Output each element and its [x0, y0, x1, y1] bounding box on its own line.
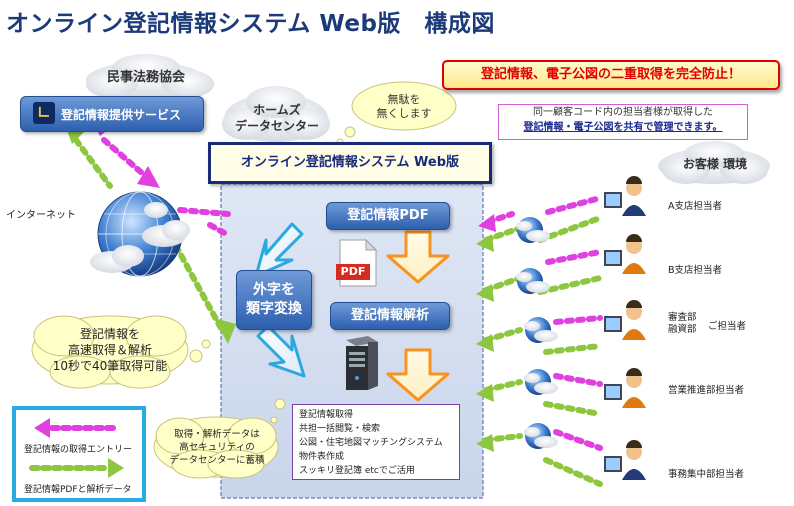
right-flow-arrows: [476, 195, 603, 487]
pdf-icon-text: PDF: [340, 265, 366, 278]
blue-down-left-arrow-icon: [254, 222, 304, 278]
homes-cloud: [222, 86, 330, 142]
pdf-block: 登記情報PDF: [326, 202, 450, 230]
gaiji-block: 外字を類字変換: [236, 270, 312, 330]
user-label-shinsa: 審査部 融資部: [668, 312, 697, 335]
customer-env-label: お客様 環境: [682, 157, 748, 171]
features-list: 登記情報取得 共担一括閲覧・検索 公図・住宅地図マッチングシステム 物件表作成 …: [292, 404, 460, 480]
customer-cloud: [658, 141, 770, 184]
user-label-b: B支店担当者: [668, 265, 723, 276]
legend-magenta-arrow: [34, 418, 121, 438]
server-icon: [346, 336, 378, 390]
minji-cloud: [86, 54, 214, 98]
user-label-eigyo: 営業推進部担当者: [668, 385, 745, 396]
feature-item: 共担一括閲覧・検索: [299, 424, 381, 434]
legend-green-arrow: [29, 458, 124, 478]
pdf-document-icon: [336, 238, 378, 287]
client-globe-icons: [516, 217, 558, 449]
user-label-jimu: 事務集中部担当者: [668, 469, 745, 480]
legend-data-label: 登記情報PDFと解析データ: [24, 485, 132, 495]
user-label-a: A支店担当者: [668, 201, 722, 212]
internet-globe-icon: [90, 191, 190, 277]
security-text: 取得・解析データは高セキュリティのデータセンターに蓄積: [169, 429, 265, 466]
page-title: オンライン登記情報システム Web版 構成図: [6, 11, 495, 37]
security-bubble: [153, 398, 286, 479]
muda-text: 無駄を無くします: [376, 93, 432, 120]
analysis-block: 登記情報解析: [330, 302, 450, 330]
system-box-title: オンライン登記情報システム Web版: [208, 142, 492, 184]
feature-item: 公図・住宅地図マッチングシステム: [299, 438, 443, 448]
service-label: 登記情報提供サービス: [61, 108, 182, 122]
user-icons: [604, 176, 646, 480]
speed-bubble: [31, 315, 211, 389]
orange-down-arrow-icon-2: [386, 348, 450, 402]
minji-label: 民事法務協会: [106, 70, 185, 85]
service-icon: ∟: [33, 102, 55, 124]
prevention-banner: 登記情報、電子公図の二重取得を完全防止！: [442, 60, 780, 90]
legend-box: [12, 406, 146, 502]
service-button[interactable]: ∟ 登記情報提供サービス: [20, 96, 204, 132]
orange-down-arrow-icon-1: [386, 230, 450, 284]
feature-item: 登記情報取得: [299, 410, 354, 420]
blue-down-right-arrow-icon: [256, 324, 306, 378]
feature-item: 物件表作成: [299, 452, 345, 462]
feature-item: スッキリ登記簿 etcでご活用: [299, 466, 415, 476]
user-label-shinsa-suffix: ご担当者: [708, 321, 747, 332]
shared-note: 同一顧客コード内の担当者様が取得した 登記情報・電子公図を共有で管理できます。: [498, 104, 748, 140]
muda-bubble: [336, 81, 457, 146]
internet-label: インターネット: [6, 210, 76, 221]
homes-dc-label: ホームズデータセンター: [234, 103, 319, 133]
legend-entry-label: 登記情報の取得エントリー: [24, 445, 133, 455]
